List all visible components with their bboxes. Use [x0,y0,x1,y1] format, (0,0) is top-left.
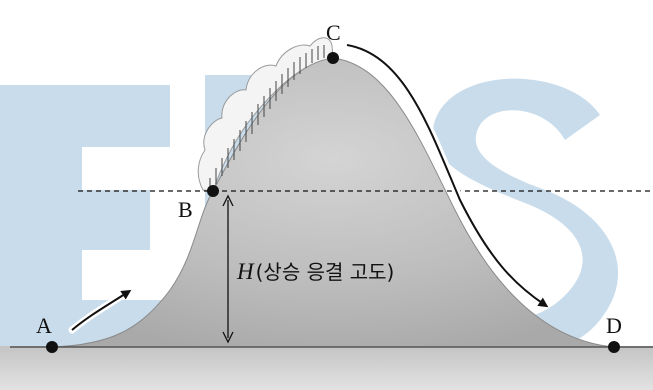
height-label: H(상승 응결 고도) [236,259,394,284]
point-a-label: A [36,313,52,338]
point-c-marker [327,52,339,64]
point-b-label: B [178,197,193,222]
ground [0,346,653,390]
height-dimension-arrow [222,194,234,344]
point-d-label: D [606,313,622,338]
cloud [197,37,334,192]
point-d-marker [608,341,620,353]
point-c-label: C [326,20,341,45]
height-description: (상승 응결 고도) [256,260,395,284]
downslope-wind-arrow [343,41,549,309]
point-b-marker [207,185,219,197]
point-a-marker [46,341,58,353]
upslope-wind-arrow [68,288,132,334]
height-symbol: H [236,259,255,284]
